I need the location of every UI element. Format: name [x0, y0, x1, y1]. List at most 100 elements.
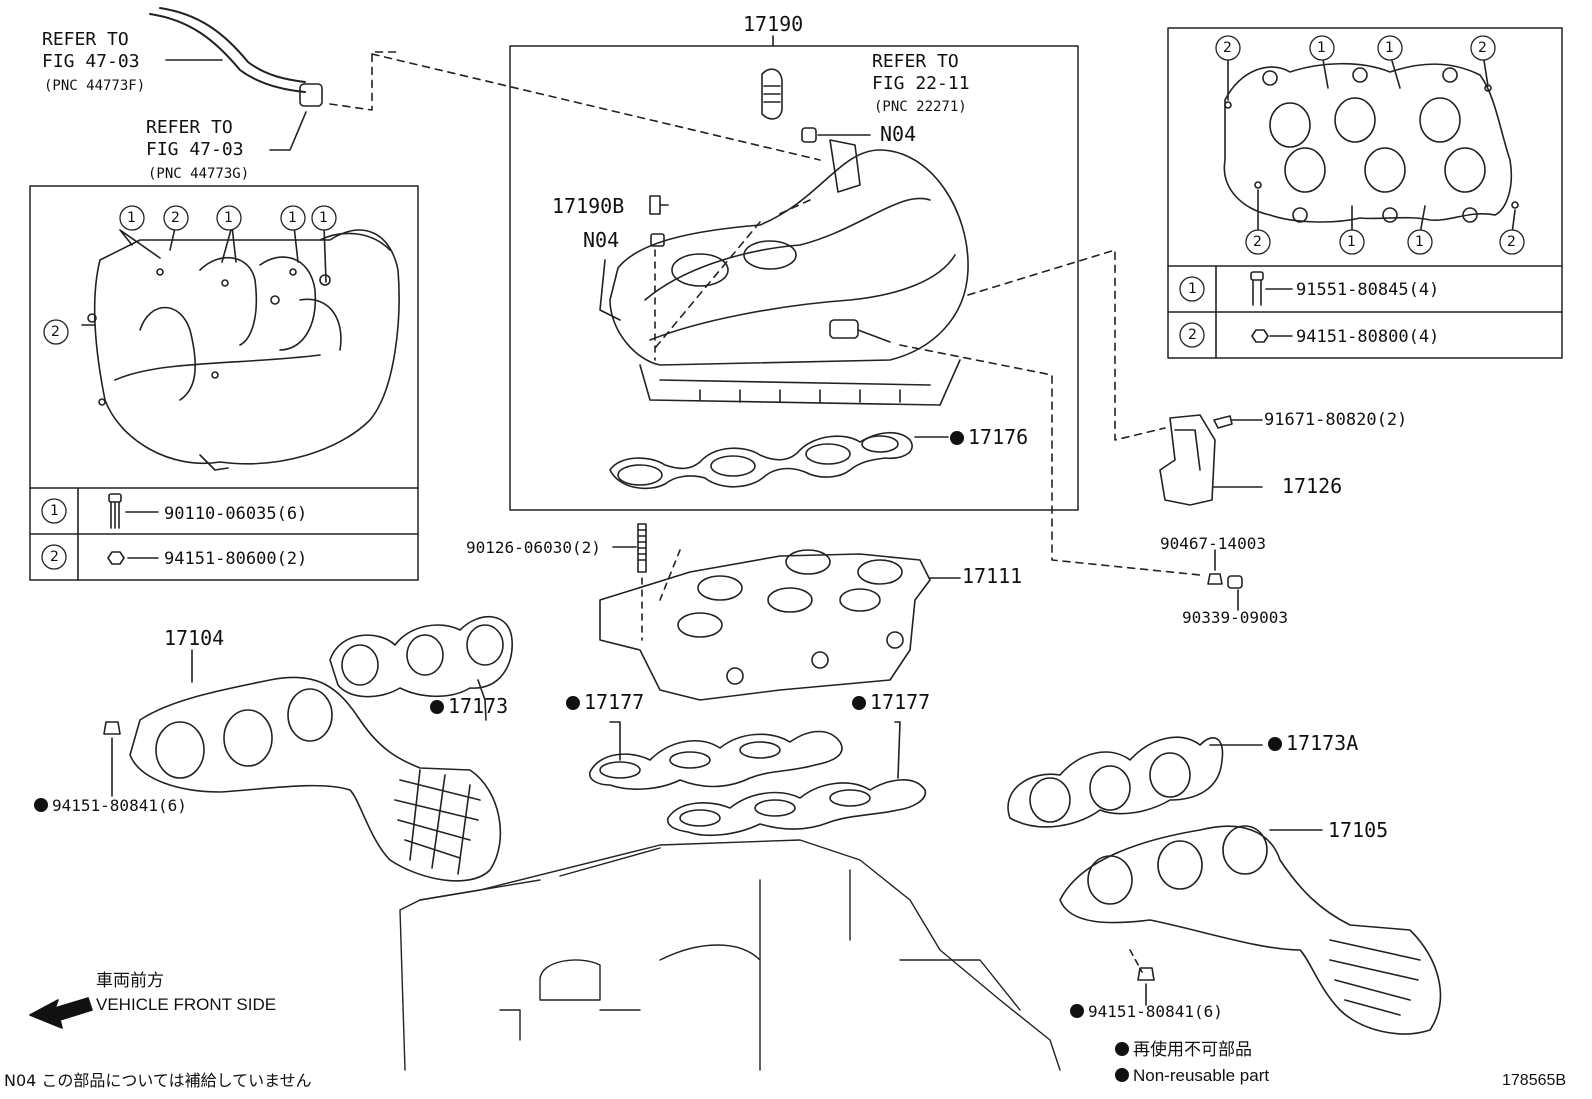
engine-block-drawing	[399, 839, 1061, 1071]
refer-a-line3: (PNC 44773F)	[44, 78, 146, 94]
intake-manifold-drawing	[371, 53, 969, 406]
right-callout-top-4: 2	[1478, 40, 1487, 56]
leader-plug	[899, 344, 1201, 576]
right-callout-bottom-4: 2	[1507, 234, 1516, 250]
refer-b-line3: (PNC 44773G)	[148, 166, 250, 182]
right-gasket-box	[1167, 27, 1563, 359]
nonreusable-legend-jp-text: 再使用不可部品	[1133, 1040, 1252, 1060]
left-table-icons	[107, 493, 159, 565]
right-gasket-drawing	[1223, 53, 1519, 235]
part-94151-left: 94151-80841(6)	[34, 796, 187, 816]
part-17173a-number: 17173A	[1286, 731, 1359, 755]
front-label-en: VEHICLE FRONT SIDE	[96, 995, 277, 1014]
part-n04-top: N04	[880, 122, 917, 146]
refer-c-line2: FIG 22-11	[872, 73, 970, 94]
part-17126: 17126	[1282, 474, 1343, 498]
small-parts-center	[649, 68, 871, 361]
nonreusable-dot-icon	[950, 431, 964, 445]
nonreusable-dot-icon	[1268, 737, 1282, 751]
left-table-key-2: 2	[50, 549, 59, 565]
part-17111: 17111	[962, 564, 1023, 588]
n04-note: N04 この部品については補給していません	[4, 1071, 312, 1090]
right-callout-bottom-3: 1	[1415, 234, 1424, 250]
hose-drawing	[149, 7, 397, 151]
right-table-key-1: 1	[1188, 281, 1197, 297]
refer-a-line1: REFER TO	[42, 29, 129, 50]
leader-bracket	[967, 249, 1166, 441]
part-n04-mid: N04	[583, 228, 620, 252]
part-17190b: 17190B	[552, 194, 625, 218]
part-90339: 90339-09003	[1182, 608, 1288, 627]
right-callout-bottom-2: 1	[1347, 234, 1356, 250]
left-callout-4: 1	[288, 210, 297, 226]
nonreusable-dot-icon	[852, 696, 866, 710]
refer-c-line1: REFER TO	[872, 51, 959, 72]
nonreusable-legend-en-text: Non-reusable part	[1133, 1066, 1270, 1085]
part-17190: 17190	[743, 12, 804, 36]
part-17173a: 17173A	[1268, 733, 1358, 753]
front-label-jp: 車両前方	[96, 971, 164, 991]
left-table-key-1: 1	[50, 503, 59, 519]
nonreusable-dot-icon	[566, 696, 580, 710]
part-17176: 17176	[950, 427, 1028, 447]
part-90126: 90126-06030(2)	[466, 538, 601, 557]
left-callout-2: 2	[171, 210, 180, 226]
nonreusable-dot-icon	[1070, 1004, 1084, 1018]
part-17173-number: 17173	[448, 694, 509, 718]
left-table-part-1: 90110-06035(6)	[164, 504, 308, 524]
left-callout-6: 2	[51, 324, 60, 340]
part-91671: 91671-80820(2)	[1264, 410, 1408, 430]
part-17177-a-number: 17177	[584, 690, 645, 714]
part-94151-right: 94151-80841(6)	[1070, 1002, 1223, 1022]
right-table-key-2: 2	[1188, 327, 1197, 343]
right-callout-top-1: 2	[1223, 40, 1232, 56]
part-17177-b: 17177	[852, 692, 930, 712]
lower-intake-17111-drawing	[599, 549, 961, 701]
plug-parts-drawing	[1207, 549, 1243, 611]
exhaust-manifold-17104-drawing	[103, 649, 502, 882]
left-callout-3: 1	[224, 210, 233, 226]
right-callout-top-2: 1	[1317, 40, 1326, 56]
right-callout-top-3: 1	[1385, 40, 1394, 56]
refer-b-line1: REFER TO	[146, 117, 233, 138]
refer-c-line3: (PNC 22271)	[874, 99, 967, 115]
right-table-part-1: 91551-80845(4)	[1296, 280, 1440, 300]
gasket-17176-drawing	[609, 431, 949, 490]
right-callout-bottom-1: 2	[1253, 234, 1262, 250]
left-table-part-2: 94151-80600(2)	[164, 549, 308, 569]
part-17177-b-number: 17177	[870, 690, 931, 714]
left-manifold-drawing	[81, 225, 400, 471]
nonreusable-dot-icon	[1115, 1068, 1129, 1082]
part-90467: 90467-14003	[1160, 534, 1266, 553]
stud-drawing	[612, 523, 681, 641]
bracket-17126-drawing	[1159, 414, 1263, 506]
part-17104: 17104	[164, 626, 225, 650]
right-table-icons	[1250, 271, 1293, 343]
left-callout-1: 1	[127, 210, 136, 226]
right-table-part-2: 94151-80800(4)	[1296, 327, 1440, 347]
intake-box	[509, 45, 1079, 511]
nonreusable-dot-icon	[430, 700, 444, 714]
part-17177-a: 17177	[566, 692, 644, 712]
nonreusable-dot-icon	[1115, 1042, 1129, 1056]
exhaust-manifold-17105-drawing	[1059, 825, 1442, 1035]
gaskets-17177-drawing	[588, 721, 927, 837]
gasket-17173a-drawing	[1007, 736, 1263, 828]
part-94151-left-number: 94151-80841(6)	[52, 796, 187, 815]
nonreusable-legend-jp: 再使用不可部品	[1115, 1040, 1252, 1060]
refer-a-line2: FIG 47-03	[42, 51, 140, 72]
gasket-17173-drawing	[329, 616, 513, 721]
left-callout-5: 1	[319, 210, 328, 226]
front-arrow-icon	[29, 997, 93, 1029]
refer-b-line2: FIG 47-03	[146, 139, 244, 160]
part-94151-right-number: 94151-80841(6)	[1088, 1002, 1223, 1021]
nonreusable-legend-en: Non-reusable part	[1115, 1066, 1269, 1086]
left-manifold-box	[29, 185, 419, 581]
nonreusable-dot-icon	[34, 798, 48, 812]
part-17105: 17105	[1328, 818, 1389, 842]
part-17173: 17173	[430, 696, 508, 716]
figure-id: 178565B	[1502, 1072, 1567, 1089]
part-17176-number: 17176	[968, 425, 1029, 449]
